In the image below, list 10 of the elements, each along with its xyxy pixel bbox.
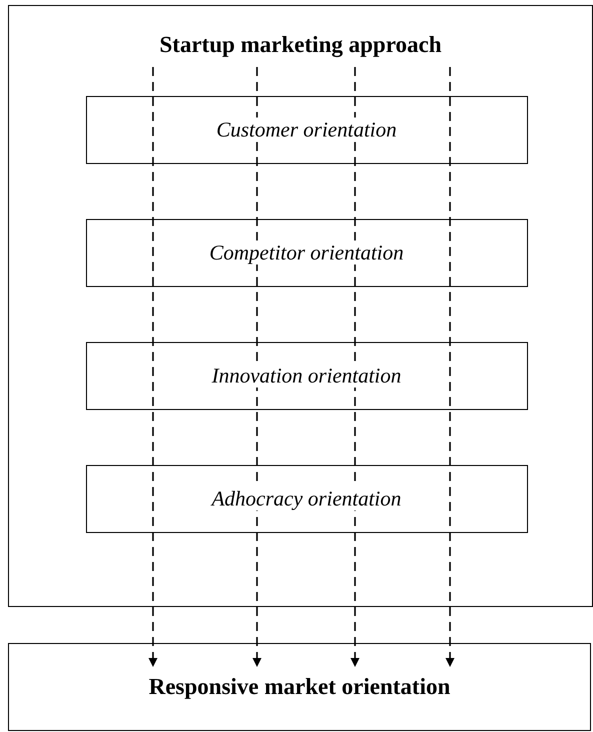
dashed-arrow <box>148 67 158 667</box>
group-box <box>8 643 591 731</box>
group-box <box>8 5 593 607</box>
process-box <box>86 96 528 164</box>
box-label: Adhocracy orientation <box>210 486 404 510</box>
process-box <box>86 342 528 410</box>
process-box <box>86 464 528 532</box>
dashed-arrow <box>446 67 454 667</box>
process-box <box>86 218 528 286</box>
dashed-arrow <box>252 67 262 667</box>
